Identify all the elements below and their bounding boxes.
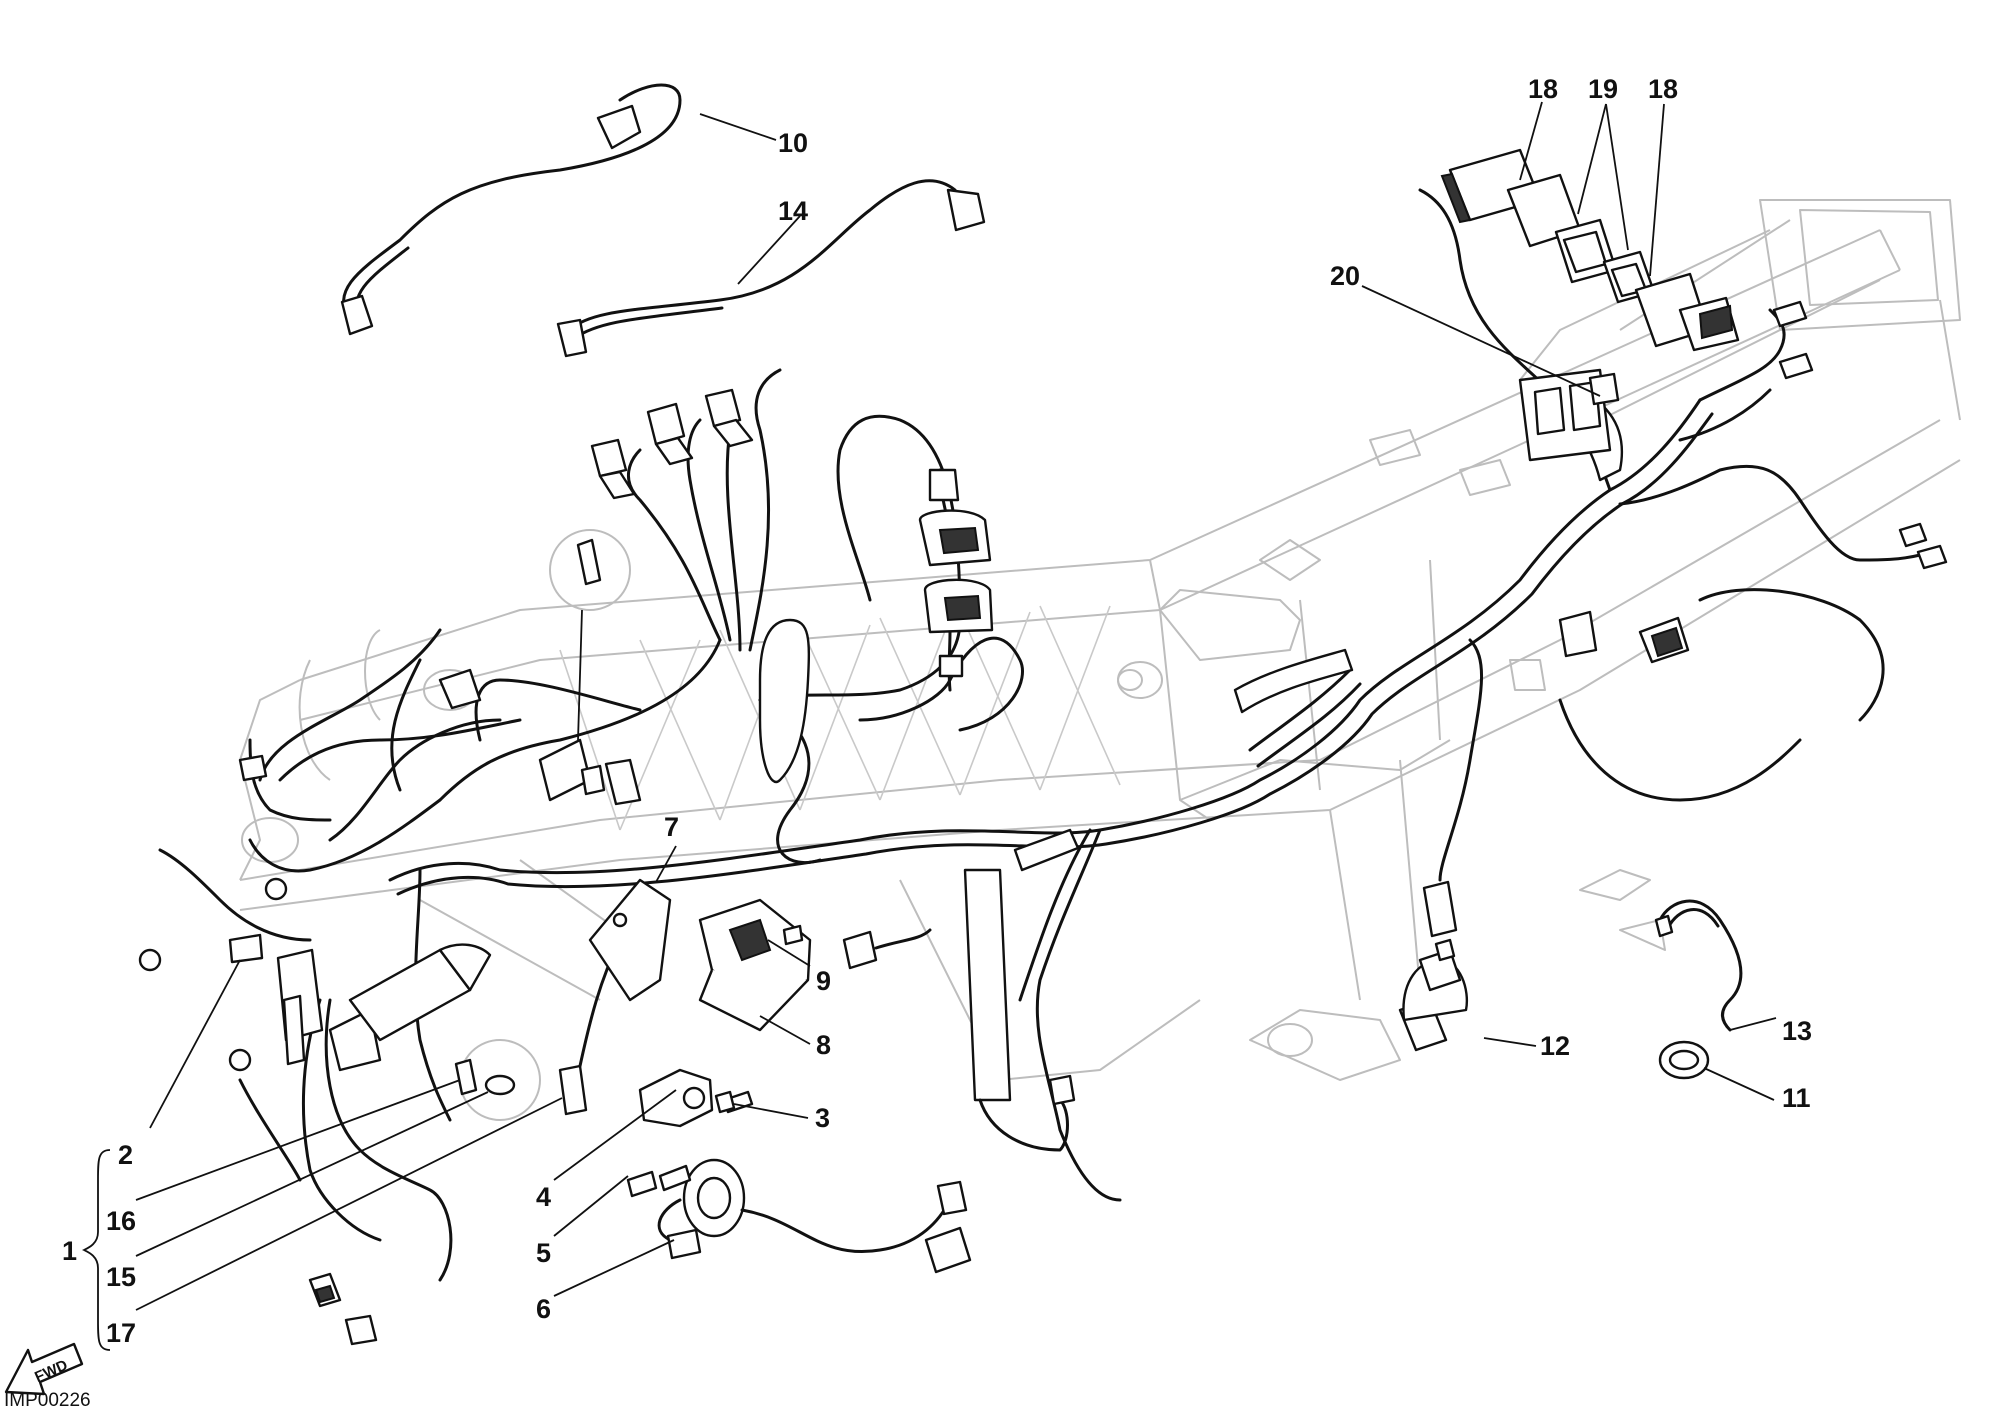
clamp-11 — [1658, 1040, 1710, 1080]
callout-19: 19 — [1588, 74, 1618, 104]
callout-3: 3 — [815, 1103, 830, 1133]
callout-8: 8 — [816, 1030, 831, 1060]
cable-tie-13 — [1654, 899, 1743, 1032]
callout-5: 5 — [536, 1238, 551, 1268]
callout-18-right: 18 — [1648, 74, 1678, 104]
callout-14: 14 — [778, 196, 808, 226]
callout-7: 7 — [664, 812, 679, 842]
callout-20: 20 — [1330, 261, 1360, 291]
callout-18-left: 18 — [1528, 74, 1558, 104]
callout-12: 12 — [1540, 1031, 1570, 1061]
ignition-bracket-and-box — [588, 878, 932, 1032]
injector-connectors — [590, 388, 754, 500]
pin-inset — [538, 529, 642, 806]
main-wiring-harness — [158, 188, 1922, 1282]
callout-2: 2 — [118, 1140, 133, 1170]
horn-and-bracket — [626, 1068, 952, 1260]
callout-6: 6 — [536, 1294, 551, 1324]
callout-13: 13 — [1782, 1016, 1812, 1046]
callout-17: 17 — [106, 1318, 136, 1348]
leader-lines — [81, 101, 1777, 1351]
callout-10: 10 — [778, 128, 808, 158]
motorcycle-frame — [239, 199, 1961, 1081]
front-left-components — [138, 668, 622, 1346]
callout-9: 9 — [816, 966, 831, 996]
callout-labels: 1 2 3 4 5 6 7 8 9 10 11 12 13 14 15 16 1… — [62, 74, 1812, 1348]
pickup-sensors — [918, 468, 994, 692]
ht-lead-14 — [556, 179, 986, 358]
image-code: IMP00226 — [4, 1390, 91, 1410]
callout-4: 4 — [536, 1182, 551, 1212]
ht-lead-10 — [340, 83, 682, 336]
spark-plug-12 — [1398, 880, 1469, 1052]
callout-15: 15 — [106, 1262, 136, 1292]
callout-16: 16 — [106, 1206, 136, 1236]
rear-relays-and-fuses — [1440, 148, 1948, 802]
forward-direction-arrow: FWD — [4, 1342, 84, 1396]
callout-11: 11 — [1782, 1083, 1811, 1113]
callout-1: 1 — [62, 1236, 77, 1266]
lower-drop-connectors — [924, 1074, 1076, 1274]
